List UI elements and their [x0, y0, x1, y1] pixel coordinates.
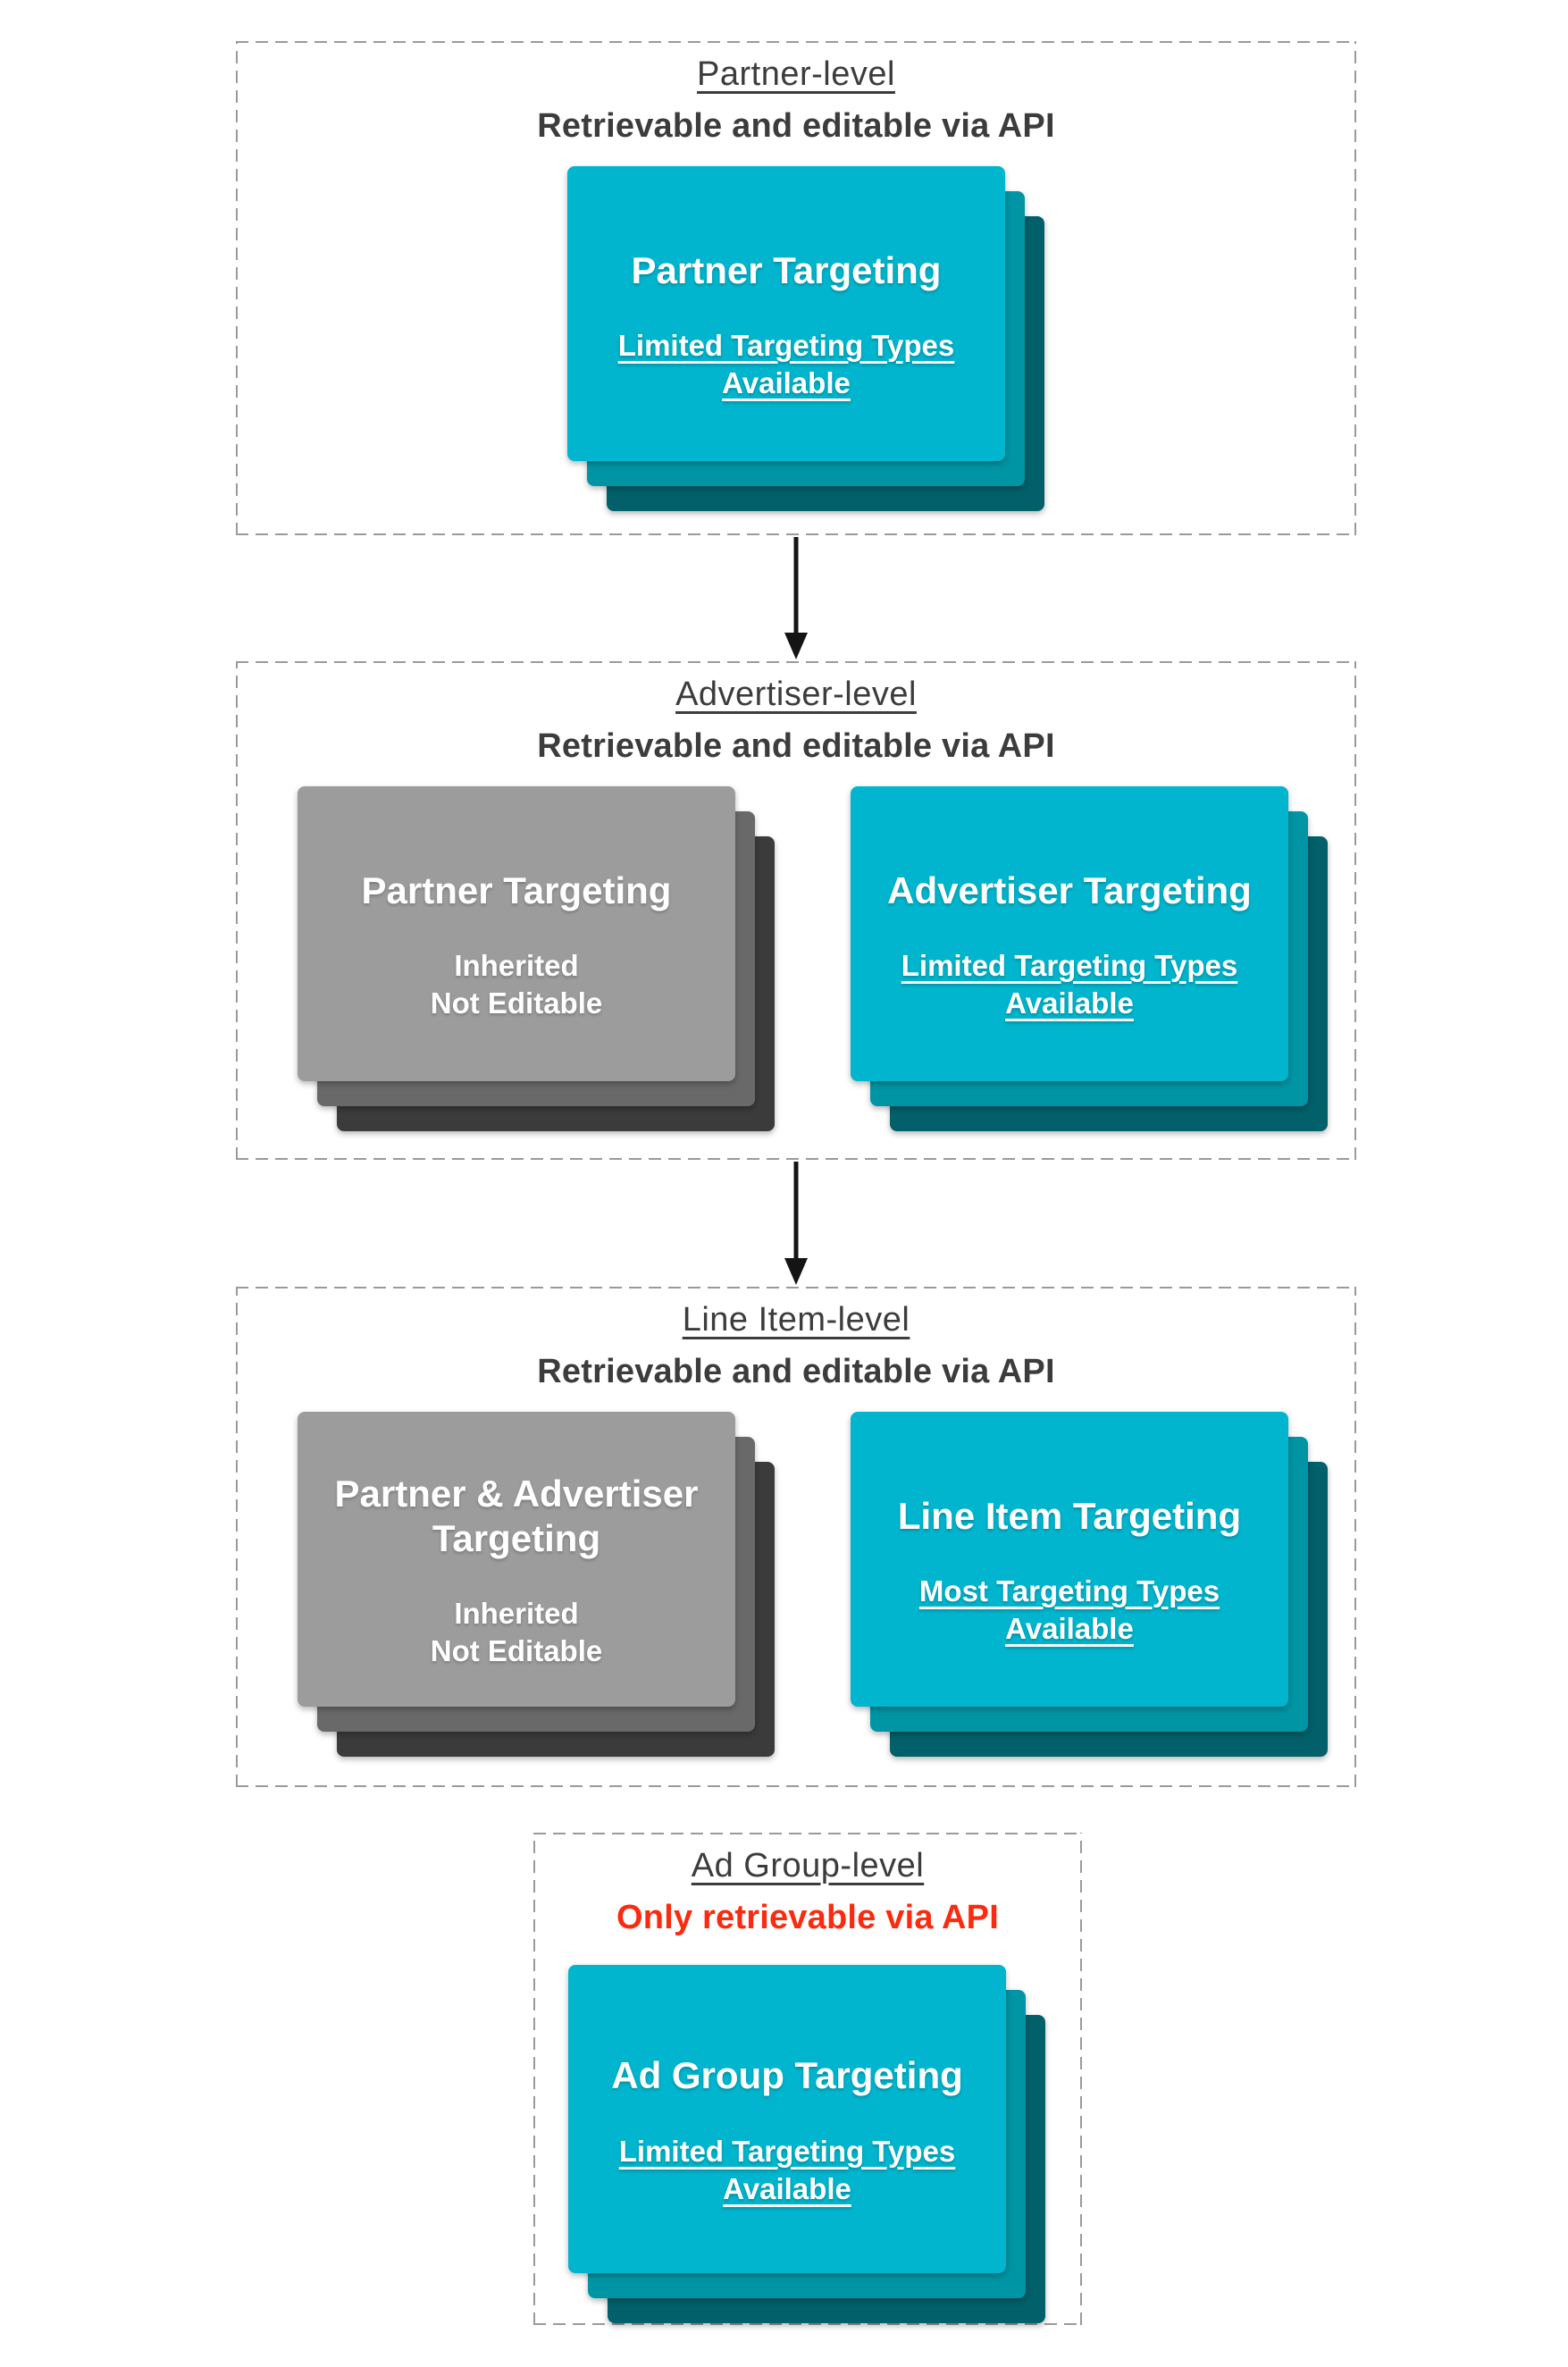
card-subtitle-line: Available	[1005, 1612, 1134, 1646]
card-title: Partner Targeting	[361, 869, 672, 911]
card-subtitle-line: Not Editable	[430, 1634, 603, 1668]
card-subtitle-line: Limited Targeting Types	[618, 2134, 956, 2168]
card-title: Advertiser Targeting	[887, 869, 1252, 911]
card-subtitle-line: Inherited	[454, 1597, 579, 1631]
card-subtitle: Limited Targeting Types Available	[618, 327, 955, 402]
card-subtitle: Inherited Not Editable	[431, 947, 603, 1022]
section-level-title: Advertiser-level	[675, 676, 917, 713]
section-ad-group-level: Ad Group-level Only retrievable via API …	[533, 1833, 1082, 2325]
section-header: Ad Group-level Only retrievable via API	[533, 1833, 1082, 1937]
section-level-title: Partner-level	[697, 55, 895, 93]
arrow-head-icon	[784, 633, 808, 659]
ad-group-targeting-card: Ad Group Targeting Limited Targeting Typ…	[568, 1965, 1006, 2273]
inherited-partner-advertiser-card-stack: Partner & Advertiser Targeting Inherited…	[298, 1412, 775, 1757]
card-subtitle-line: Inherited	[454, 949, 579, 983]
arrow-shaft	[793, 1162, 799, 1260]
card-title: Partner & Advertiser Targeting	[334, 1472, 699, 1560]
inherited-partner-targeting-card-stack: Partner Targeting Inherited Not Editable	[298, 786, 775, 1131]
advertiser-targeting-card-stack: Advertiser Targeting Limited Targeting T…	[851, 786, 1328, 1131]
partner-advertiser-targeting-inherited-card: Partner & Advertiser Targeting Inherited…	[298, 1412, 735, 1707]
section-partner-level: Partner-level Retrievable and editable v…	[236, 41, 1356, 535]
section-access-subtitle: Retrievable and editable via API	[537, 1353, 1055, 1390]
flow-arrow-partner-to-advertiser	[778, 537, 814, 659]
section-level-title: Ad Group-level	[691, 1847, 925, 1884]
line-item-targeting-card-stack: Line Item Targeting Most Targeting Types…	[851, 1412, 1328, 1757]
card-subtitle-line: Limited Targeting Types	[901, 949, 1238, 983]
card-subtitle-line: Available	[1005, 986, 1134, 1020]
card-subtitle-line: Available	[723, 2171, 851, 2205]
card-subtitle: Most Targeting Types Available	[919, 1573, 1220, 1648]
card-title: Line Item Targeting	[897, 1494, 1242, 1537]
section-access-subtitle: Retrievable and editable via API	[537, 727, 1055, 765]
flow-arrow-advertiser-to-line-item	[778, 1162, 814, 1285]
partner-targeting-card-stack: Partner Targeting Limited Targeting Type…	[567, 166, 1044, 511]
section-access-subtitle: Retrievable and editable via API	[537, 107, 1055, 145]
partner-targeting-inherited-card: Partner Targeting Inherited Not Editable	[298, 786, 735, 1081]
section-line-item-level: Line Item-level Retrievable and editable…	[236, 1287, 1356, 1787]
card-subtitle: Limited Targeting Types Available	[901, 947, 1238, 1022]
ad-group-targeting-card-stack: Ad Group Targeting Limited Targeting Typ…	[568, 1965, 1045, 2323]
advertiser-targeting-card: Advertiser Targeting Limited Targeting T…	[851, 786, 1288, 1081]
section-header: Line Item-level Retrievable and editable…	[236, 1287, 1356, 1391]
arrow-head-icon	[784, 1258, 808, 1285]
card-subtitle-line: Most Targeting Types	[918, 1574, 1220, 1608]
section-advertiser-level: Advertiser-level Retrievable and editabl…	[236, 661, 1356, 1160]
section-header: Advertiser-level Retrievable and editabl…	[236, 661, 1356, 766]
card-title: Ad Group Targeting	[611, 2054, 963, 2097]
line-item-targeting-card: Line Item Targeting Most Targeting Types…	[851, 1412, 1288, 1707]
section-access-subtitle: Only retrievable via API	[616, 1899, 999, 1936]
card-subtitle-line: Limited Targeting Types	[617, 329, 955, 363]
partner-targeting-card: Partner Targeting Limited Targeting Type…	[567, 166, 1005, 461]
arrow-shaft	[793, 537, 799, 634]
section-header: Partner-level Retrievable and editable v…	[236, 41, 1356, 146]
card-subtitle: Inherited Not Editable	[431, 1595, 603, 1670]
card-subtitle-line: Available	[722, 366, 851, 400]
section-level-title: Line Item-level	[682, 1301, 910, 1339]
card-title: Partner Targeting	[631, 248, 942, 291]
card-subtitle: Limited Targeting Types Available	[619, 2133, 956, 2208]
card-subtitle-line: Not Editable	[430, 986, 603, 1020]
